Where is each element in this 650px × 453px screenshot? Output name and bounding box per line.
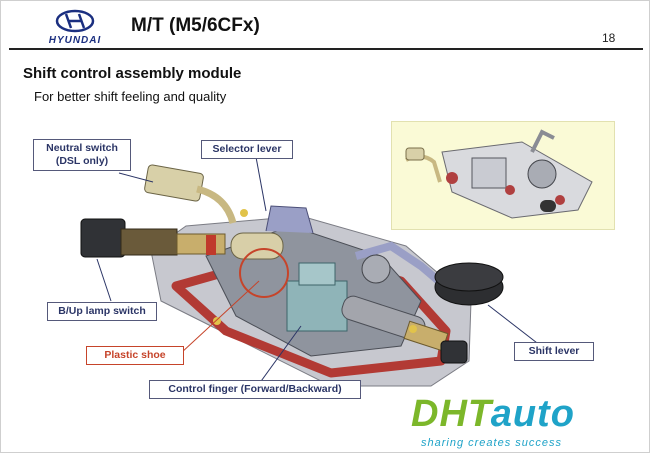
hyundai-logo: HYUNDAI	[35, 9, 115, 47]
watermark-brand-right: auto	[490, 393, 575, 435]
callout-shift-lever: Shift lever	[514, 342, 594, 361]
inset-photo	[391, 121, 615, 230]
callout-control-finger: Control finger (Forward/Backward)	[149, 380, 361, 399]
page-title: M/T (M5/6CFx)	[131, 15, 260, 36]
page-number: 18	[602, 31, 616, 45]
logo-wordmark: HYUNDAI	[48, 35, 102, 46]
watermark-logo: DHTauto	[411, 393, 575, 436]
inset-assembly-illustration	[405, 129, 593, 219]
section-title: Shift control assembly module	[23, 65, 242, 82]
hyundai-emblem-icon	[55, 9, 95, 33]
callout-neutral-switch: Neutral switch (DSL only)	[33, 139, 131, 171]
callout-plastic-shoe: Plastic shoe	[86, 346, 184, 365]
header-divider	[9, 48, 643, 50]
watermark-tagline: sharing creates success	[421, 437, 562, 449]
watermark-brand-left: DHT	[411, 393, 491, 435]
callout-bup-lamp-switch: B/Up lamp switch	[47, 302, 157, 321]
callout-selector-lever: Selector lever	[201, 140, 293, 159]
section-description: For better shift feeling and quality	[34, 89, 227, 104]
